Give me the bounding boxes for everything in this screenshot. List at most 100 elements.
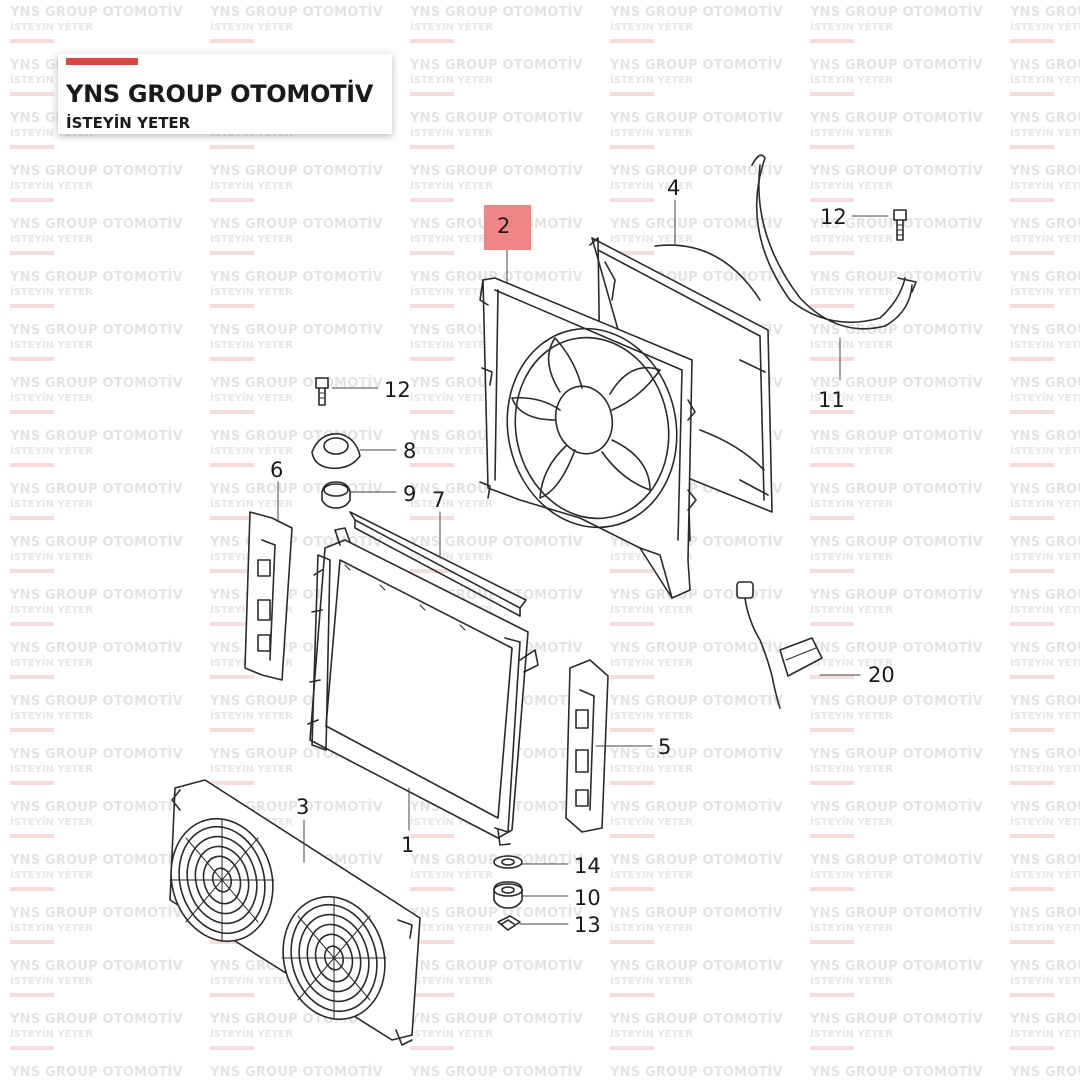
watermark-brand: YNS GROUP OTOMOTİV [810, 588, 983, 603]
watermark-brand: YNS GROUP OTOMOTİV [810, 482, 983, 497]
watermark-tagline: İSTEYİN YETER [810, 287, 893, 298]
watermark-brand: YNS GROUP OTOMOTİV [810, 5, 983, 20]
watermark-bar [410, 834, 454, 838]
watermark-bar [810, 304, 854, 308]
watermark-tagline: İSTEYİN YETER [10, 764, 93, 775]
watermark-tagline: İSTEYİN YETER [10, 976, 93, 987]
watermark-tagline: İSTEYİN YETER [410, 393, 493, 404]
watermark-tagline: İSTEYİN YETER [410, 817, 493, 828]
watermark-bar [810, 940, 854, 944]
watermark-bar [10, 993, 54, 997]
watermark-bar [810, 781, 854, 785]
part-label-13: 13 [574, 913, 601, 937]
watermark-tagline: İSTEYİN YETER [410, 340, 493, 351]
watermark-brand: YNS GROUP OTOMOTİV [1010, 429, 1080, 444]
watermark-tagline: İSTEYİN YETER [10, 605, 93, 616]
watermark-tagline: İSTEYİN YETER [1010, 552, 1080, 563]
watermark-tagline: İSTEYİN YETER [610, 923, 693, 934]
watermark-bar [10, 251, 54, 255]
watermark-bar [10, 92, 54, 96]
watermark-tagline: İSTEYİN YETER [810, 764, 893, 775]
watermark-brand: YNS GROUP OTOMOTİV [10, 323, 183, 338]
watermark-brand: YNS GROUP OTOMOTİV [10, 535, 183, 550]
watermark-tagline: İSTEYİN YETER [210, 340, 293, 351]
watermark-bar [1010, 781, 1054, 785]
watermark-bar [1010, 1046, 1054, 1050]
watermark-bar [210, 622, 254, 626]
watermark-bar [610, 993, 654, 997]
watermark-brand: YNS GROUP OTOMOTİV [810, 58, 983, 73]
watermark-bar [810, 516, 854, 520]
watermark-bar [1010, 357, 1054, 361]
watermark-brand: YNS GROUP OTOMOTİV [1010, 1065, 1080, 1080]
watermark-tagline: İSTEYİN YETER [1010, 234, 1080, 245]
watermark-bar [410, 1046, 454, 1050]
watermark-bar [210, 39, 254, 43]
watermark-bar [10, 357, 54, 361]
watermark-tagline: İSTEYİN YETER [810, 658, 893, 669]
watermark-brand: YNS GROUP OTOMOTİV [1010, 270, 1080, 285]
watermark-bar [810, 728, 854, 732]
watermark-bar [410, 569, 454, 573]
watermark-tagline: İSTEYİN YETER [210, 446, 293, 457]
watermark-tile: YNS GROUP OTOMOTİV İSTEYİN YETER [610, 743, 810, 795]
watermark-tagline: İSTEYİN YETER [210, 234, 293, 245]
watermark-brand: YNS GROUP OTOMOTİV [10, 800, 183, 815]
watermark-brand: YNS GROUP OTOMOTİV [10, 694, 183, 709]
watermark-brand: YNS GROUP OTOMOTİV [610, 1012, 783, 1027]
watermark-tagline: İSTEYİN YETER [610, 22, 693, 33]
part-13-clip [497, 915, 521, 931]
leader-lines [277, 199, 889, 925]
watermark-bar [10, 781, 54, 785]
watermark-brand: YNS GROUP OTOMOTİV [610, 747, 783, 762]
watermark-tagline: İSTEYİN YETER [810, 446, 893, 457]
part-label-14: 14 [574, 854, 601, 878]
watermark-brand: YNS GROUP OTOMOTİV [10, 959, 183, 974]
part-1-radiator [307, 527, 539, 846]
watermark-tagline: İSTEYİN YETER [10, 22, 93, 33]
watermark-tagline: İSTEYİN YETER [810, 1029, 893, 1040]
watermark-brand: YNS GROUP OTOMOTİV [10, 641, 183, 656]
brand-tagline: İSTEYİN YETER [66, 114, 191, 132]
watermark-tagline: İSTEYİN YETER [10, 446, 93, 457]
watermark-tagline: İSTEYİN YETER [810, 817, 893, 828]
part-label-11: 11 [818, 388, 845, 412]
watermark-tagline: İSTEYİN YETER [210, 711, 293, 722]
watermark-tagline: İSTEYİN YETER [410, 181, 493, 192]
watermark-tagline: İSTEYİN YETER [610, 181, 693, 192]
watermark-brand: YNS GROUP OTOMOTİV [810, 641, 983, 656]
watermark-tagline: İSTEYİN YETER [610, 870, 693, 881]
watermark-brand: YNS GROUP OTOMOTİV [210, 376, 383, 391]
watermark-bar [610, 940, 654, 944]
watermark-brand: YNS GROUP OTOMOTİV [1010, 164, 1080, 179]
watermark-tagline: İSTEYİN YETER [10, 923, 93, 934]
watermark-bar [10, 516, 54, 520]
watermark-tagline: İSTEYİN YETER [810, 234, 893, 245]
watermark-tagline: İSTEYİN YETER [210, 764, 293, 775]
watermark-bar [810, 251, 854, 255]
part-label-7: 7 [432, 488, 446, 512]
watermark-brand: YNS GROUP OTOMOTİV [10, 270, 183, 285]
watermark-brand: YNS GROUP OTOMOTİV [410, 959, 583, 974]
watermark-bar [610, 569, 654, 573]
watermark-tile: YNS GROUP OTOMOTİV İSTEYİN YETER [810, 637, 1010, 689]
watermark-tagline: İSTEYİN YETER [610, 764, 693, 775]
watermark-tagline: İSTEYİN YETER [10, 393, 93, 404]
